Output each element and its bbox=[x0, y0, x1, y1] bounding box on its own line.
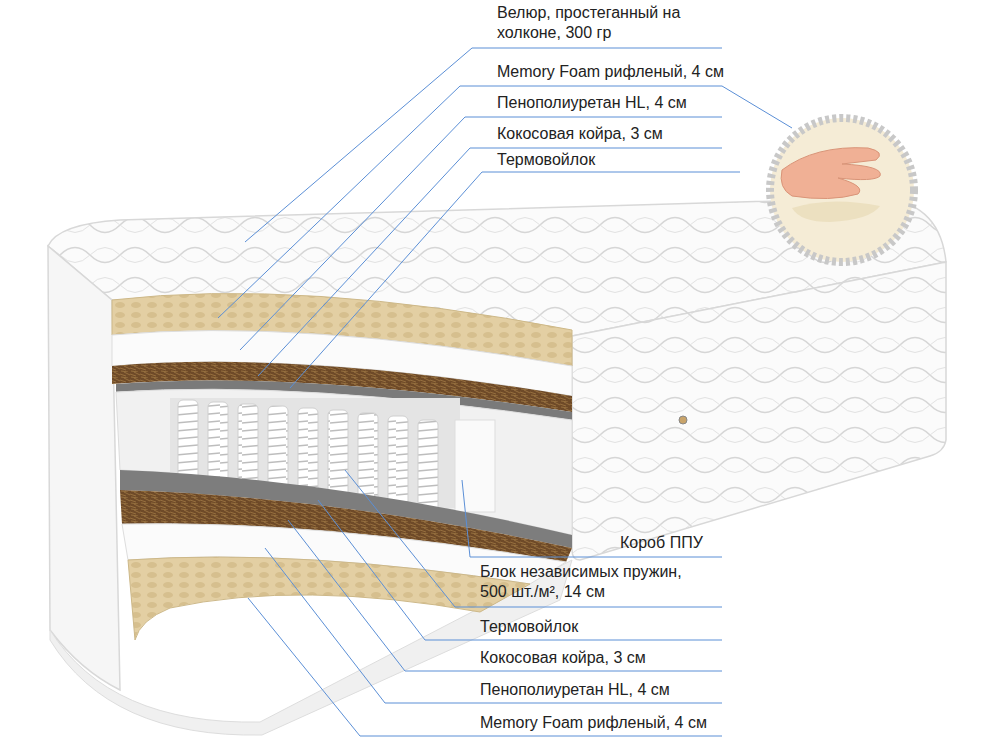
right-front-face bbox=[572, 262, 946, 560]
layer-label: Memory Foam рифленый, 4 см bbox=[497, 62, 724, 82]
layer-label: Короб ППУ bbox=[620, 533, 703, 553]
leader-lines bbox=[240, 117, 722, 350]
layer-label: Термовойлок bbox=[480, 617, 578, 637]
memory-foam-layer bbox=[128, 557, 530, 640]
leader-lines bbox=[462, 480, 722, 557]
memory-foam-callout bbox=[770, 118, 914, 262]
left-side-face bbox=[48, 246, 120, 690]
vent-hole bbox=[679, 416, 687, 424]
leader-lines bbox=[258, 148, 722, 376]
layer-label: Кокосовая койра, 3 см bbox=[497, 124, 663, 144]
lower-layers bbox=[120, 470, 572, 640]
leader-lines bbox=[460, 86, 792, 128]
layer-label: Пенополиуретан HL, 4 см bbox=[480, 680, 670, 700]
leader-lines bbox=[265, 548, 722, 703]
leader-lines bbox=[218, 48, 792, 736]
leader-lines bbox=[345, 470, 722, 607]
leader-lines bbox=[288, 520, 722, 671]
mattress-body bbox=[48, 198, 946, 735]
hand bbox=[781, 148, 880, 199]
leader-lines bbox=[218, 86, 460, 318]
layer-label: Велюр, простеганный на холконе, 300 гр bbox=[497, 3, 727, 43]
memory-foam-callout bbox=[770, 118, 914, 262]
layer-label: Блок независимых пружин, 500 шт./м², 14 … bbox=[480, 562, 705, 602]
layer-label: Memory Foam рифленый, 4 см bbox=[480, 713, 707, 733]
foam-box-wall bbox=[455, 420, 495, 512]
leader-lines bbox=[248, 598, 722, 736]
leader-lines bbox=[318, 500, 722, 640]
layer-label: Кокосовая койра, 3 см bbox=[480, 648, 646, 668]
leader-lines bbox=[290, 172, 740, 388]
layer-label: Пенополиуретан HL, 4 см bbox=[497, 93, 687, 113]
hand-imprint bbox=[792, 201, 880, 222]
layer-label: Термовойлок bbox=[497, 150, 595, 170]
